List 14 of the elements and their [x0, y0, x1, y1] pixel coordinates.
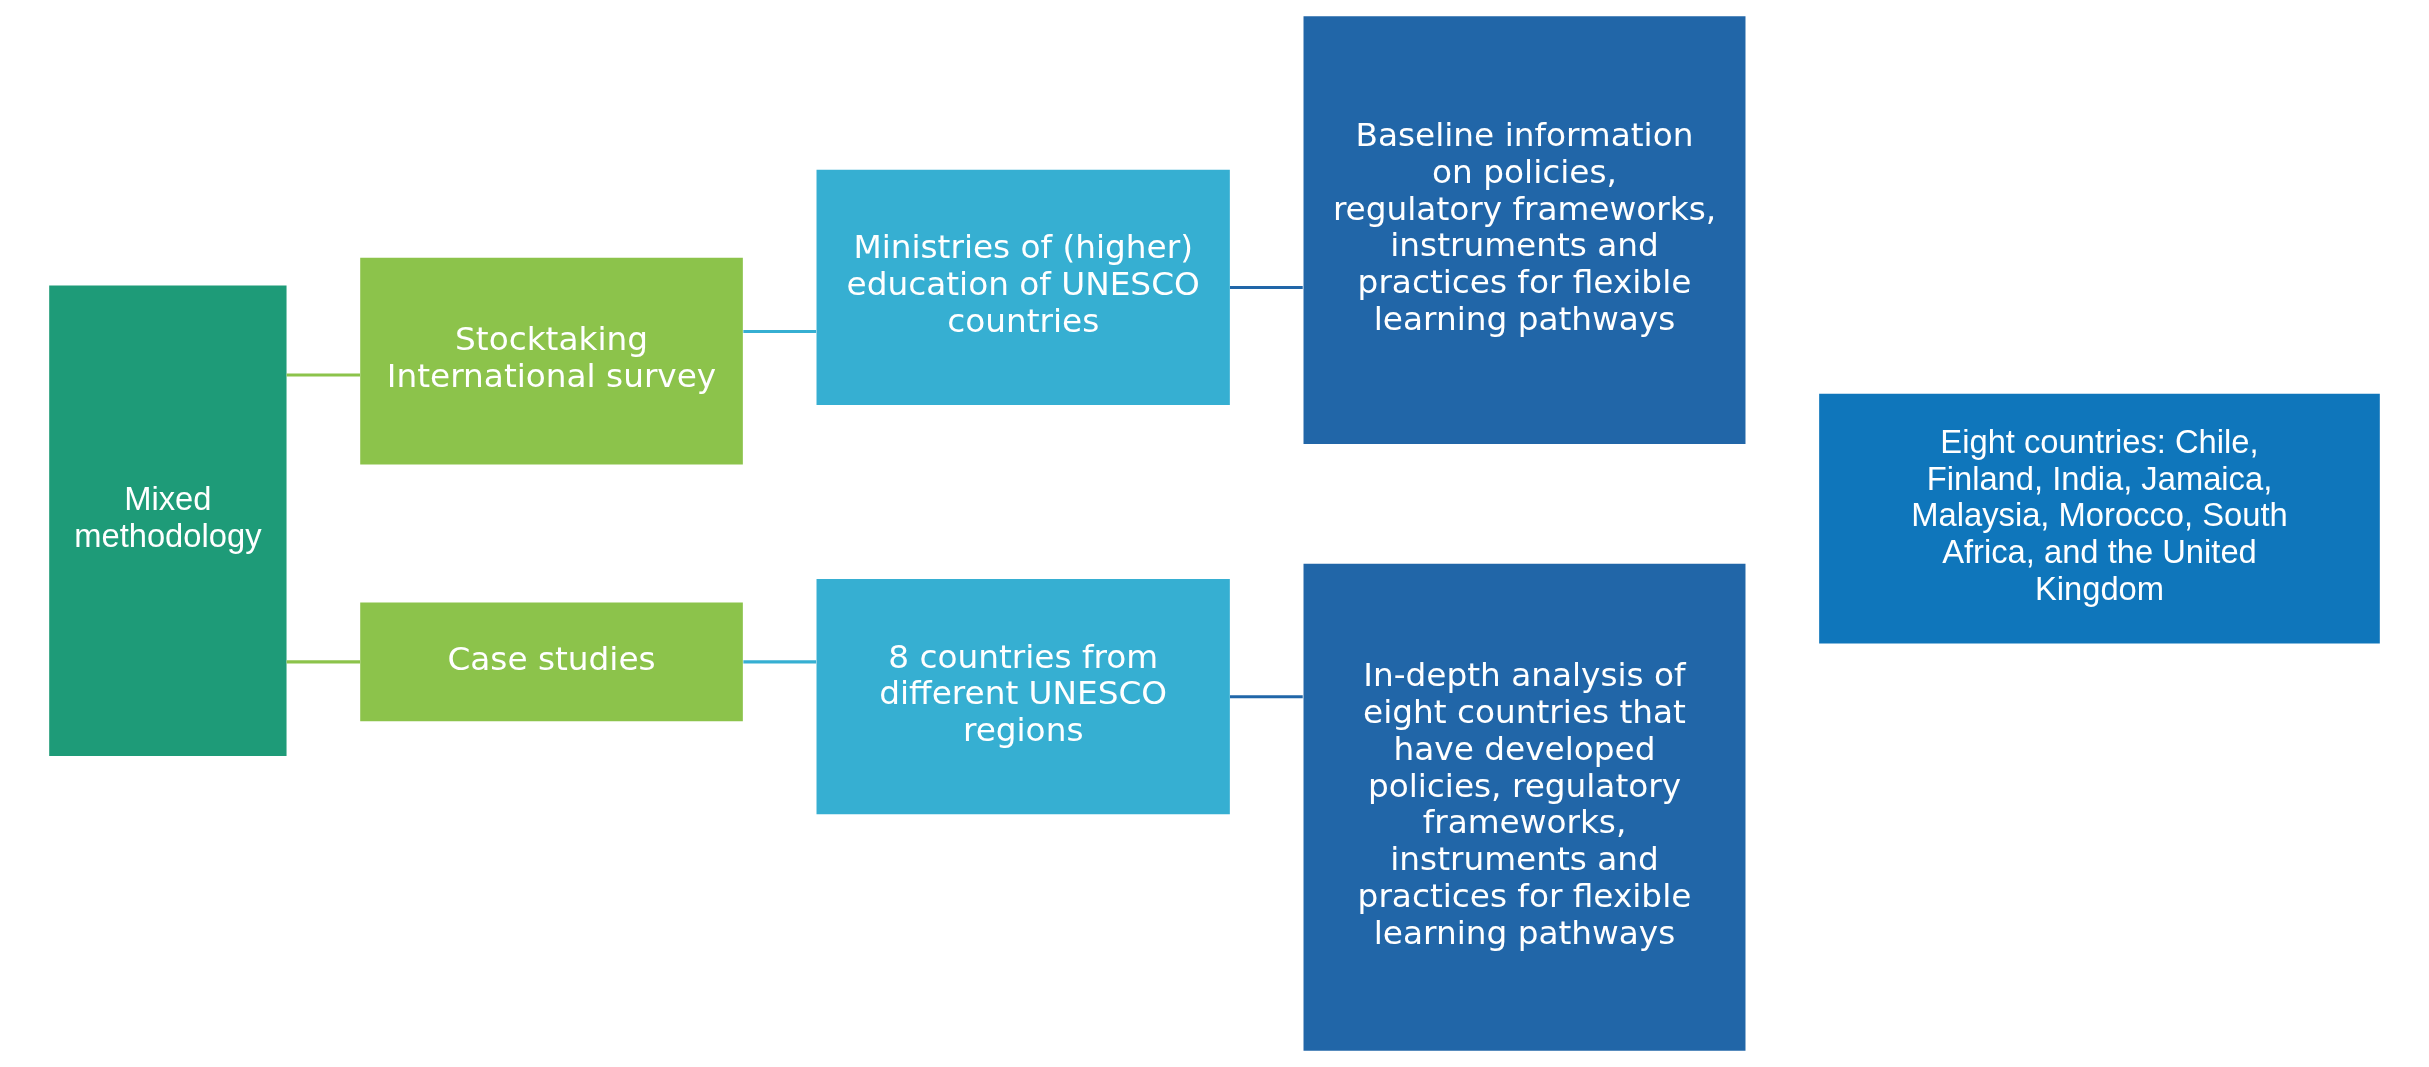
connector [743, 329, 817, 333]
connector [1230, 285, 1303, 289]
node-box: In-depth analysis of eight countries that have developed policies, regulatory frameworks, instruments and practices for flexible learning pathways [1303, 563, 1746, 1051]
connector [286, 660, 360, 664]
node-box: Mixed methodology [49, 285, 287, 757]
node-box: Ministries of (higher) education of UNESCO countries [816, 169, 1230, 406]
node-box: Eight countries: Chile, Finland, India, Jamaica, Malaysia, Morocco, South Africa, and the United Kingdom [1819, 393, 2380, 644]
node-box: Baseline information on policies, regulatory frameworks, instruments and practices for flexible learning pathways [1303, 16, 1746, 444]
node-box: Stocktaking International survey [360, 257, 743, 465]
connector [1230, 695, 1303, 699]
connector [743, 660, 817, 664]
node-box: 8 countries from different UNESCO regions [816, 579, 1230, 815]
node-box: Case studies [360, 602, 743, 722]
connector [286, 373, 360, 377]
